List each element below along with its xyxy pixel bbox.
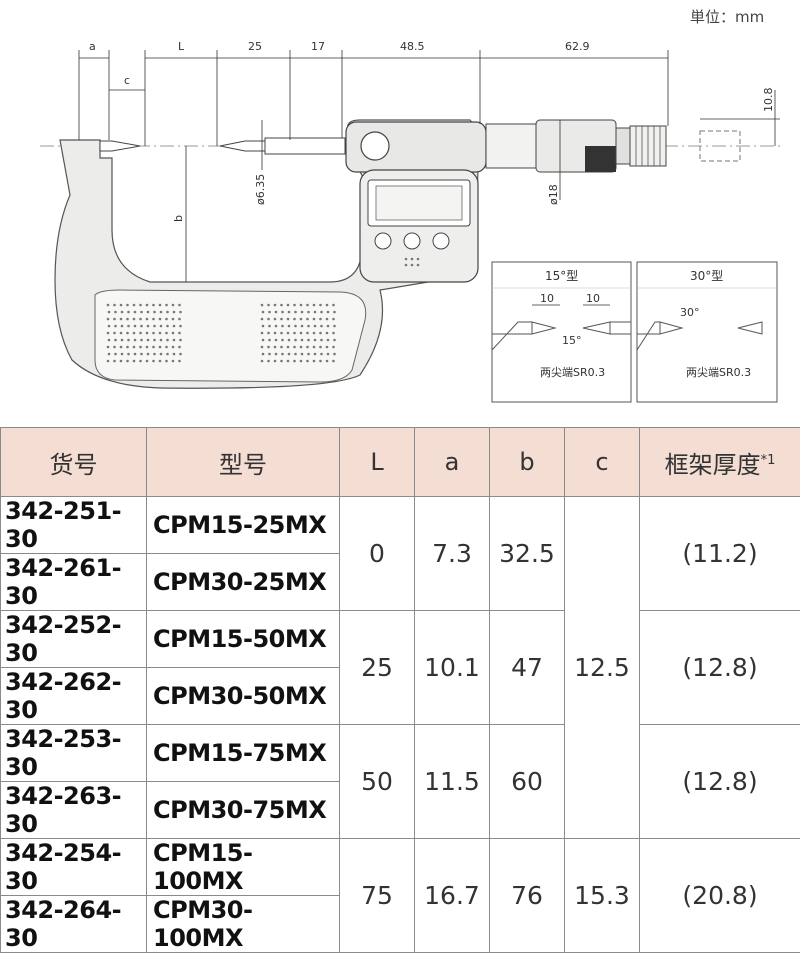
button-2 [404, 233, 420, 249]
model-cell: CPM30-25MX [147, 554, 340, 611]
inset-15-d1: 10 [540, 292, 554, 305]
thickness-cell: (20.8) [640, 839, 800, 953]
table-row: 342-253-30 CPM15-75MX 50 11.5 60 (12.8) [1, 725, 800, 782]
a-cell: 7.3 [415, 497, 490, 611]
c-cell: 12.5 [565, 497, 640, 839]
code-cell: 342-262-30 [1, 668, 147, 725]
L-cell: 75 [340, 839, 415, 953]
dim-48-5: 48.5 [400, 40, 425, 53]
micrometer-drawing: a c L 25 17 48.5 62.9 10.8 b ø6.35 ø18 1… [0, 0, 800, 420]
model-cell: CPM30-75MX [147, 782, 340, 839]
b-cell: 60 [490, 725, 565, 839]
anvil-tip [100, 141, 140, 151]
code-cell: 342-252-30 [1, 611, 147, 668]
thickness-cell: (12.8) [640, 611, 800, 725]
button-3 [433, 233, 449, 249]
dim-dia-6-35: ø6.35 [254, 174, 267, 205]
thickness-cell: (12.8) [640, 725, 800, 839]
code-cell: 342-251-30 [1, 497, 147, 554]
a-cell: 10.1 [415, 611, 490, 725]
spec-table: 货号 型号 L a b c 框架厚度*1 342-251-30 CPM15-25… [0, 427, 800, 953]
model-cell: CPM15-75MX [147, 725, 340, 782]
thickness-cell: (11.2) [640, 497, 800, 611]
header-frame-thickness-label: 框架厚度 [665, 451, 761, 479]
sleeve [486, 124, 536, 168]
table-row: 342-252-30 CPM15-50MX 25 10.1 47 (12.8) [1, 611, 800, 668]
code-cell: 342-253-30 [1, 725, 147, 782]
dim-b: b [172, 215, 185, 222]
header-c: c [565, 428, 640, 497]
inset-30-title: 30°型 [690, 269, 723, 283]
inset-30-angle: 30° [680, 306, 700, 319]
code-cell: 342-261-30 [1, 554, 147, 611]
dim-17: 17 [311, 40, 325, 53]
button-1 [375, 233, 391, 249]
lcd-screen [376, 186, 462, 220]
b-cell: 47 [490, 611, 565, 725]
ratchet-neck [616, 128, 630, 164]
a-cell: 11.5 [415, 725, 490, 839]
header-a: a [415, 428, 490, 497]
dim-dia-18: ø18 [547, 184, 560, 205]
b-cell: 76 [490, 839, 565, 953]
c-cell: 15.3 [565, 839, 640, 953]
table-header-row: 货号 型号 L a b c 框架厚度*1 [1, 428, 800, 497]
dim-a: a [89, 40, 96, 53]
code-cell: 342-263-30 [1, 782, 147, 839]
code-cell: 342-264-30 [1, 896, 147, 953]
header-L: L [340, 428, 415, 497]
inset-15-angle: 15° [562, 334, 582, 347]
thimble-grip [585, 146, 616, 172]
dim-c: c [124, 74, 130, 87]
model-cell: CPM15-25MX [147, 497, 340, 554]
L-cell: 50 [340, 725, 415, 839]
spindle [265, 138, 345, 154]
clamp-knob [361, 132, 389, 160]
inset-15-title: 15°型 [545, 269, 578, 283]
model-cell: CPM15-50MX [147, 611, 340, 668]
table-row: 342-251-30 CPM15-25MX 0 7.3 32.5 12.5 (1… [1, 497, 800, 554]
dim-L: L [178, 40, 185, 53]
inset-15-tip: 两尖端SR0.3 [540, 366, 605, 379]
model-cell: CPM30-50MX [147, 668, 340, 725]
b-cell: 32.5 [490, 497, 565, 611]
model-cell: CPM30-100MX [147, 896, 340, 953]
inset-15-d2: 10 [586, 292, 600, 305]
header-frame-thickness: 框架厚度*1 [640, 428, 800, 497]
model-cell: CPM15-100MX [147, 839, 340, 896]
header-b: b [490, 428, 565, 497]
inset-30-tip: 两尖端SR0.3 [686, 366, 751, 379]
L-cell: 0 [340, 497, 415, 611]
header-model: 型号 [147, 428, 340, 497]
dim-62-9: 62.9 [565, 40, 590, 53]
table-row: 342-254-30 CPM15-100MX 75 16.7 76 15.3 (… [1, 839, 800, 896]
dim-10-8: 10.8 [762, 88, 775, 113]
dim-25: 25 [248, 40, 262, 53]
code-cell: 342-254-30 [1, 839, 147, 896]
header-code: 货号 [1, 428, 147, 497]
a-cell: 16.7 [415, 839, 490, 953]
footnote-mark: *1 [761, 453, 776, 468]
grip-pad [95, 290, 366, 382]
L-cell: 25 [340, 611, 415, 725]
